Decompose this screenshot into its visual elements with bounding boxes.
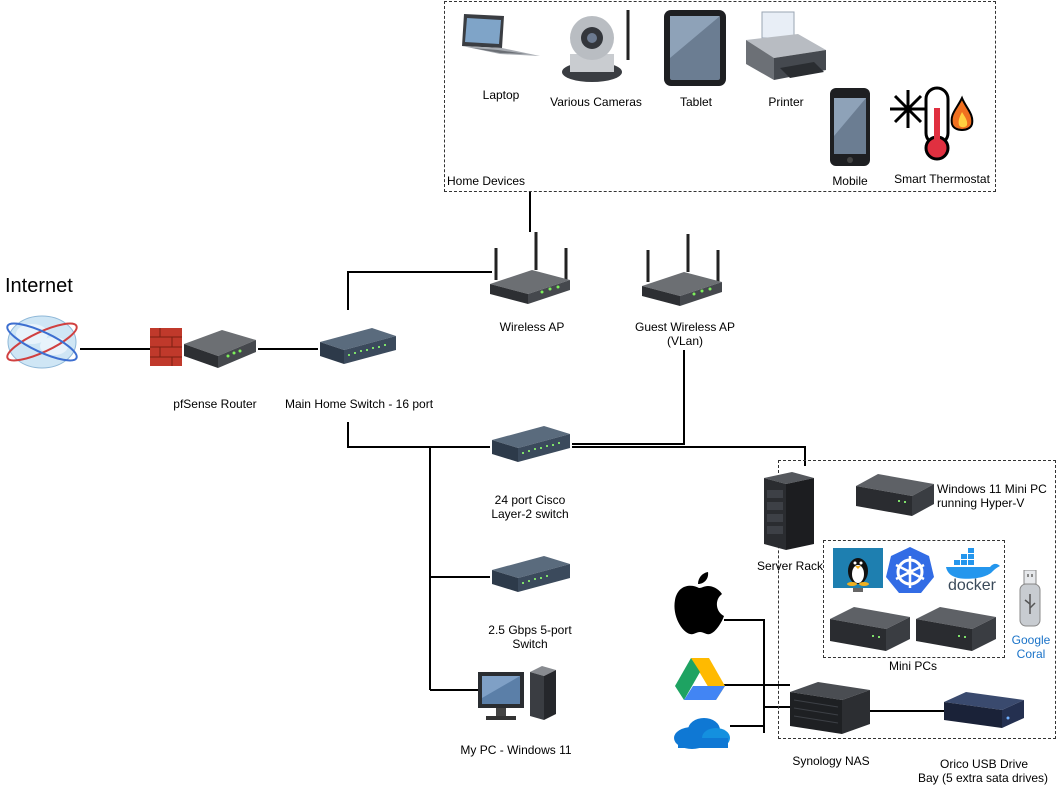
mobile-phone-icon [830, 88, 870, 166]
apple-icon [674, 572, 724, 635]
mini-pcs-group [823, 540, 1005, 658]
home-devices-label: Home Devices [447, 174, 526, 188]
onedrive-icon [674, 718, 730, 749]
wireless-ap-icon [490, 232, 570, 304]
laptop-icon [462, 14, 540, 56]
orico-label-line1: Orico USB Drive [939, 757, 1028, 771]
thermostat-label: Smart Thermostat [894, 172, 990, 186]
main-switch-label: Main Home Switch - 16 port [284, 397, 434, 411]
cisco-switch-label-line1: 24 port Cisco [494, 493, 566, 507]
synology-nas-icon [790, 682, 870, 734]
guest-ap-label-line1: Guest Wireless AP [634, 320, 736, 334]
google-coral-label-line2: Coral [1016, 647, 1046, 661]
cisco-switch-label-line2: Layer-2 switch [491, 507, 569, 521]
win11-mini-pc-icon [856, 474, 934, 516]
router-icon [184, 330, 256, 368]
cameras-label: Various Cameras [550, 95, 642, 109]
home-devices-group [444, 1, 996, 192]
win11-mini-pc-label-line1: Windows 11 Mini PC [937, 482, 1047, 496]
internet-globe-icon [6, 315, 78, 369]
printer-icon [746, 11, 826, 80]
router-label: pfSense Router [173, 397, 257, 411]
camera-icon [562, 10, 630, 82]
orico-drive-bay-icon [944, 692, 1024, 728]
laptop-label: Laptop [482, 88, 520, 102]
kubernetes-icon [886, 547, 934, 593]
switch-2-5g-label-line2: Switch [512, 637, 548, 651]
guest-wireless-ap-icon [642, 234, 722, 306]
switch-2-5g-label-line1: 2.5 Gbps 5-port [488, 623, 572, 637]
google-coral-label-line1: Google [1011, 633, 1051, 647]
cisco-switch-icon [492, 426, 570, 462]
server-rack-label: Server Rack [756, 559, 824, 573]
wireless-ap-label: Wireless AP [499, 320, 565, 334]
printer-label: Printer [768, 95, 804, 109]
mini-pc-2-icon [916, 607, 996, 651]
internet-title: Internet [5, 275, 73, 297]
orico-label-line2: Bay (5 extra sata drives) [917, 771, 1049, 785]
desktop-pc-icon [478, 666, 556, 720]
main-switch-icon [320, 328, 396, 364]
docker-wordmark: docker [947, 577, 997, 594]
win11-mini-pc-label-line2: running Hyper-V [937, 496, 1025, 510]
tablet-icon [664, 10, 726, 86]
mini-pcs-label: Mini PCs [888, 659, 937, 673]
docker-icon [946, 548, 1000, 579]
firewall-icon [150, 328, 182, 366]
tablet-label: Tablet [679, 95, 713, 109]
guest-ap-label-line2: (VLan) [666, 334, 704, 348]
mobile-label: Mobile [832, 174, 868, 188]
linux-icon [833, 548, 883, 592]
server-rack-icon [764, 472, 814, 550]
usb-stick-icon [1019, 570, 1041, 627]
mini-pc-1-icon [830, 607, 910, 651]
switch-2-5g-icon [492, 556, 570, 592]
my-pc-label: My PC - Windows 11 [460, 743, 572, 757]
google-drive-icon [675, 658, 725, 700]
smart-thermostat-icon [890, 86, 974, 161]
synology-nas-label: Synology NAS [792, 754, 870, 768]
